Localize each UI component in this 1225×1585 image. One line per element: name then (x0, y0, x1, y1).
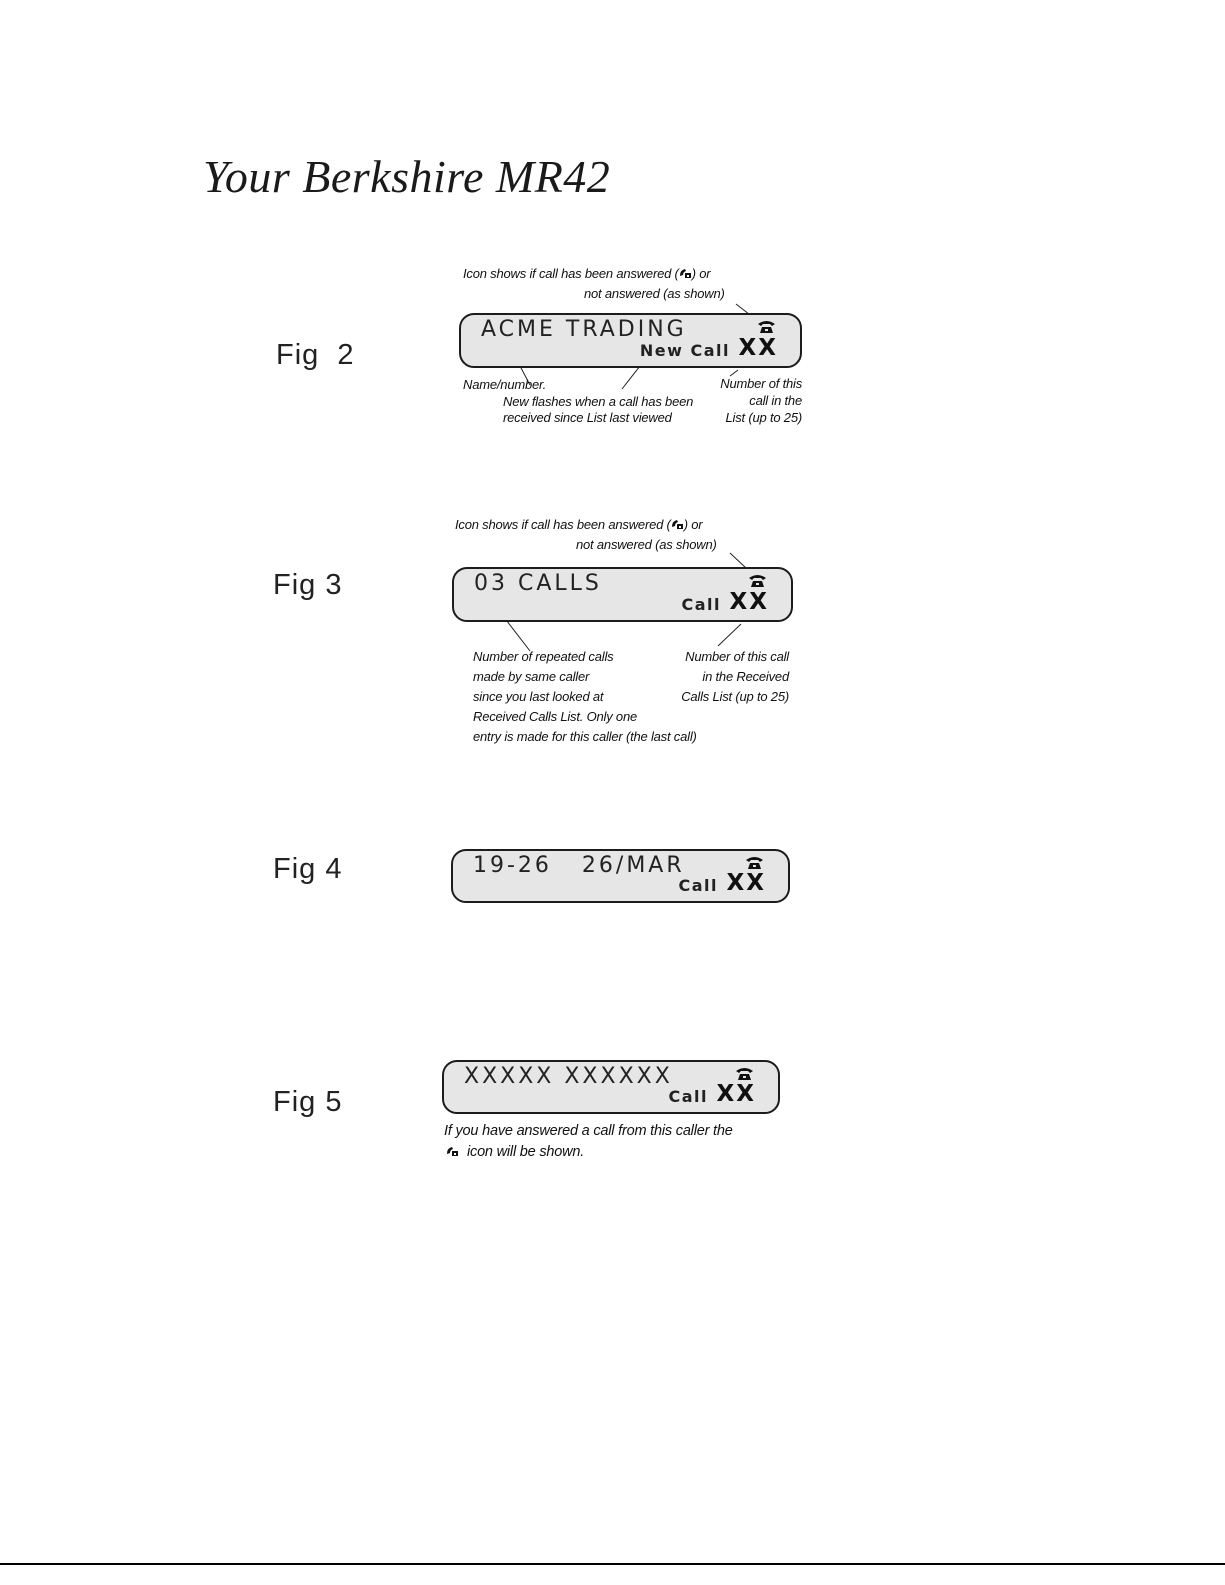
telephone-icon (746, 857, 763, 869)
fig-4-display: 19-26 26/MAR Call XX (451, 849, 790, 903)
answered-call-icon (679, 269, 691, 278)
fig-3-icon-note-line2: not answered (as shown) (576, 537, 717, 552)
fig-2-display-call-number: XX (738, 335, 778, 361)
fig-5-display-name: XXXXX XXXXXX (464, 1064, 673, 1089)
fig-2-display: ACME TRADING New Call XX (459, 313, 802, 368)
fig-3-repeat-note-line: entry is made for this caller (the last … (473, 729, 697, 744)
answered-call-icon (447, 1147, 458, 1156)
fig-2-display-call-label: New Call (639, 341, 730, 360)
answered-call-icon (671, 520, 683, 529)
fig-3-repeat-note-line: made by same caller (473, 669, 590, 684)
fig2-name-leader (519, 365, 531, 386)
fig-2-label: Fig 2 (276, 339, 355, 371)
fig-5-display-call-number: XX (716, 1081, 756, 1107)
fig-3-repeat-note: Number of repeated calls made by same ca… (473, 647, 697, 747)
fig-2-name-note: Name/number. (463, 377, 547, 392)
fig-3-display-call-label: Call (681, 595, 721, 614)
fig-3-number-note-line2: in the Received (702, 669, 789, 684)
fig-3-display: 03 CALLS Call XX (452, 567, 793, 622)
fig2-number-leader (729, 369, 739, 377)
fig-3-label: Fig 3 (273, 569, 343, 601)
telephone-icon (736, 1068, 753, 1080)
fig-5-display-call-label: Call (668, 1087, 708, 1106)
telephone-icon (758, 321, 775, 333)
fig-3-display-call-number: XX (729, 589, 769, 615)
fig-3-number-note: Number of this call in the Received Call… (660, 647, 789, 707)
fig-4-display-call-label: Call (678, 876, 718, 895)
fig-5-note-line1: If you have answered a call from this ca… (444, 1123, 733, 1139)
fig-2-display-name: ACME TRADING (481, 317, 687, 342)
fig-3-icon-note-line1-post: ) or (683, 517, 703, 532)
fig-2-number-note: Number of this call in the List (up to 2… (690, 375, 802, 426)
fig-2-number-note-line1: Number of this (720, 376, 802, 391)
fig-3-number-note-line3: Calls List (up to 25) (681, 689, 789, 704)
fig-5-label: Fig 5 (273, 1086, 343, 1118)
fig-4-display-time-date: 19-26 26/MAR (473, 853, 685, 878)
fig-2-icon-note-line2: not answered (as shown) (584, 286, 725, 301)
fig-3-repeat-note-line: Received Calls List. Only one (473, 709, 637, 724)
fig-3-display-count: 03 CALLS (474, 571, 602, 596)
fig-2-number-note-line2: call in the (749, 393, 802, 408)
fig-3-number-note-line1: Number of this call (685, 649, 789, 664)
fig-3-icon-note: Icon shows if call has been answered ( ) … (455, 515, 703, 535)
bottom-rule (0, 1563, 1225, 1565)
fig-4-label: Fig 4 (273, 853, 343, 885)
fig-2-new-note-line1: New flashes when a call has been (503, 394, 694, 409)
telephone-icon (749, 575, 766, 587)
fig-2-icon-note: Icon shows if call has been answered ( ) … (463, 264, 711, 284)
fig-3-repeat-note-line: since you last looked at (473, 689, 604, 704)
fig3-icon-leader (729, 552, 747, 569)
fig3-number-leader (717, 623, 742, 647)
fig-4-display-call-number: XX (726, 870, 766, 896)
page-title: Your Berkshire MR42 (203, 151, 611, 202)
fig-2-icon-note-line1-post: ) or (691, 266, 711, 281)
fig-3-repeat-note-line: Number of repeated calls (473, 649, 614, 664)
fig-2-number-note-line3: List (up to 25) (725, 410, 803, 425)
fig-5-display: XXXXX XXXXXX Call XX (442, 1060, 780, 1114)
fig-5-note-line2-row: icon will be shown. (446, 1142, 584, 1163)
fig-5-note-line2: icon will be shown. (467, 1144, 585, 1160)
fig-2-new-note-line2: received since List last viewed (503, 410, 672, 425)
fig-2-icon-note-line1-pre: Icon shows if call has been answered ( (463, 266, 679, 281)
fig-3-icon-note-line1-pre: Icon shows if call has been answered ( (455, 517, 671, 532)
fig2-new-leader (621, 365, 641, 390)
